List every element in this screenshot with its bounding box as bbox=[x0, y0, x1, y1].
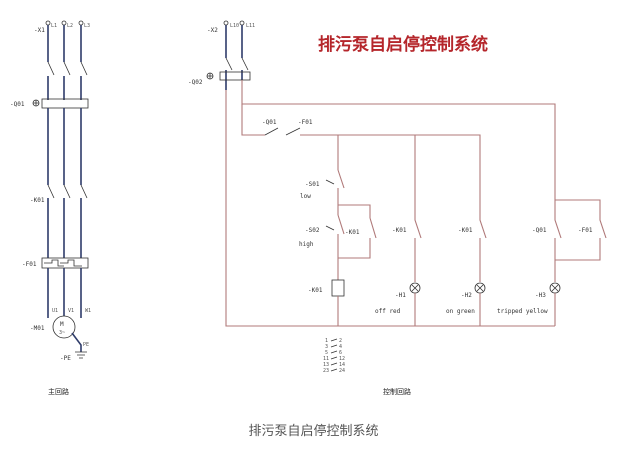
main-supply-label: -X1 bbox=[34, 27, 45, 34]
contact-f01-label: -F01 bbox=[578, 227, 593, 234]
contact-k01-no-label: -K01 bbox=[458, 227, 473, 234]
svg-text:5: 5 bbox=[325, 350, 328, 356]
svg-text:1: 1 bbox=[325, 338, 328, 344]
svg-text:23: 23 bbox=[323, 368, 329, 374]
svg-text:13: 13 bbox=[323, 362, 329, 368]
float-high-text: high bbox=[299, 241, 314, 248]
figure-caption: 排污泵自启停控制系统 bbox=[248, 424, 379, 439]
terminal-l11: L11 bbox=[246, 23, 255, 29]
coil-label: -K01 bbox=[308, 287, 323, 294]
control-supply-label: -X2 bbox=[207, 27, 218, 34]
terminal-l10: L10 bbox=[230, 23, 239, 29]
motor-icon bbox=[52, 315, 76, 339]
control-circuit: -X2 L10 L11 -Q02 -Q01 -F01 -S01 low -S02… bbox=[188, 20, 607, 396]
main-section-label: 主回路 bbox=[48, 387, 69, 396]
control-section-label: 控制回路 bbox=[383, 387, 411, 396]
main-overload-label: -F01 bbox=[22, 261, 37, 268]
coil-icon bbox=[331, 279, 345, 297]
svg-text:14: 14 bbox=[339, 362, 345, 368]
motor-symbol: M bbox=[60, 321, 64, 328]
motor-phase: 3~ bbox=[59, 330, 65, 336]
contact-q01-label: -Q01 bbox=[532, 227, 547, 234]
lamp-trip-label: -H3 bbox=[535, 292, 546, 299]
main-circuit: -X1 L1 L2 L3 -Q01 -K01 -F01 U1 V1 W1 M 3… bbox=[10, 20, 91, 396]
earth-label: -PE bbox=[60, 355, 71, 362]
terminal-w1: W1 bbox=[85, 308, 91, 314]
float-low-label: -S01 bbox=[305, 181, 320, 188]
lamp-on-label: -H2 bbox=[461, 292, 472, 299]
terminal-u1: U1 bbox=[52, 308, 58, 314]
contact-k01-nc-label: -K01 bbox=[392, 227, 407, 234]
earth-icon bbox=[75, 351, 87, 359]
float-low-text: low bbox=[300, 193, 311, 200]
svg-text:24: 24 bbox=[339, 368, 345, 374]
svg-text:3: 3 bbox=[325, 344, 328, 350]
diagram-title: 排污泵自启停控制系统 bbox=[318, 34, 488, 55]
phase-l2-label: L2 bbox=[67, 23, 73, 29]
wiring-diagram: 排污泵自启停控制系统 -X1 L1 L2 L3 -Q01 -K01 -F01 U… bbox=[10, 20, 607, 396]
motor-label: -M01 bbox=[30, 325, 45, 332]
main-breaker-label: -Q01 bbox=[10, 101, 25, 108]
phase-l1-label: L1 bbox=[51, 23, 57, 29]
svg-text:12: 12 bbox=[339, 356, 345, 362]
main-contactor-label: -K01 bbox=[30, 197, 45, 204]
lamp-trip-text: tripped yellow bbox=[497, 308, 548, 315]
lamp-off-label: -H1 bbox=[395, 292, 406, 299]
svg-text:4: 4 bbox=[339, 344, 342, 350]
terminal-v1: V1 bbox=[68, 308, 74, 314]
earth-terminal: PE bbox=[83, 342, 89, 348]
aux-f01-label: -F01 bbox=[298, 119, 313, 126]
contact-table: 1 2 3 4 5 6 11 12 13 14 23 24 bbox=[323, 338, 345, 374]
svg-text:6: 6 bbox=[339, 350, 342, 356]
phase-l3-label: L3 bbox=[84, 23, 90, 29]
lamp-on-text: on green bbox=[446, 308, 475, 315]
hold-contact-label: -K01 bbox=[345, 229, 360, 236]
svg-text:2: 2 bbox=[339, 338, 342, 344]
lamp-off-text: off red bbox=[375, 308, 401, 315]
aux-q01-label: -Q01 bbox=[262, 119, 277, 126]
float-high-label: -S02 bbox=[305, 227, 320, 234]
control-breaker-label: -Q02 bbox=[188, 79, 203, 86]
svg-text:11: 11 bbox=[323, 356, 329, 362]
